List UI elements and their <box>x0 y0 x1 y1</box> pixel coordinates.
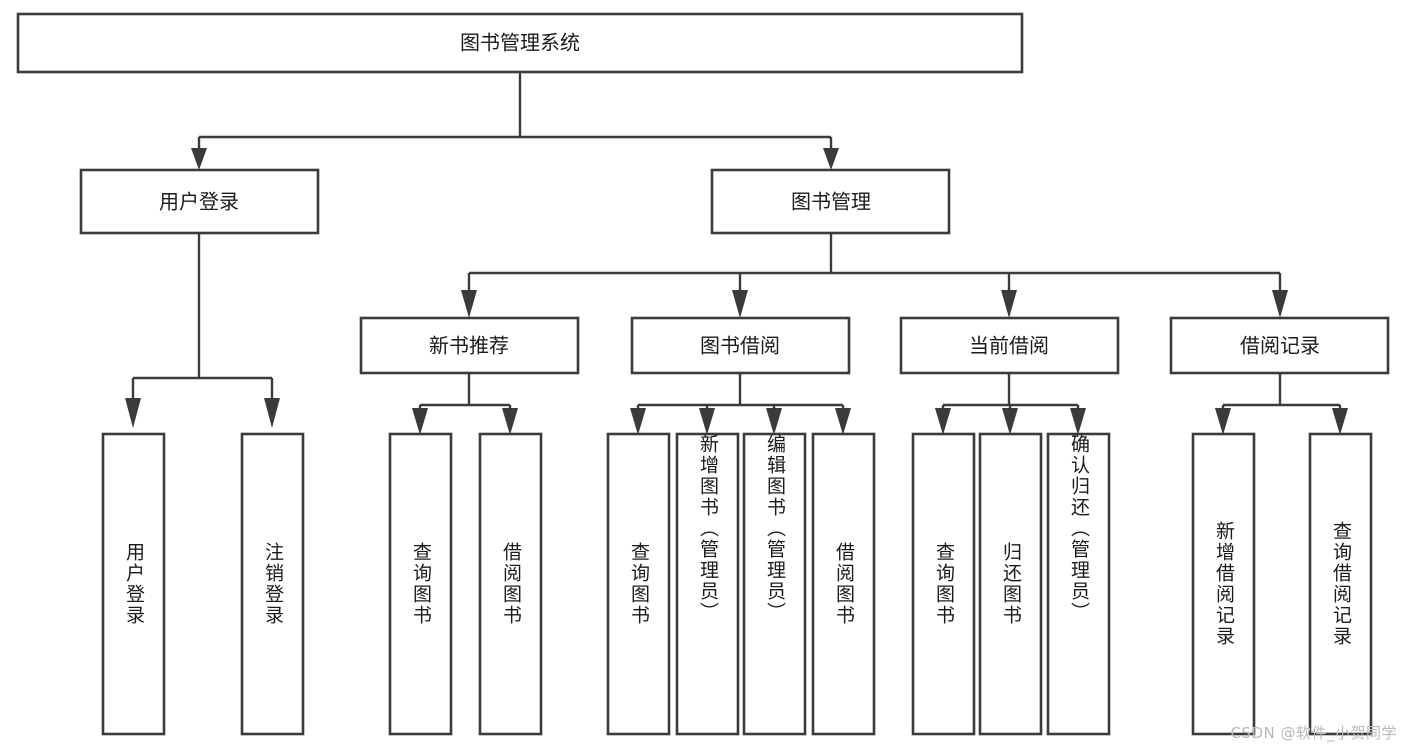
connector-group-user-login <box>125 233 280 428</box>
csdn-watermark: CSDN @软件_小贺同学 <box>1230 724 1397 742</box>
leaf-box-return-book[interactable] <box>978 432 1043 736</box>
arrowhead-leaf-add-book <box>699 408 715 435</box>
arrowhead-leaf-borrow-book-1 <box>502 408 518 435</box>
leaf-box-add-record[interactable] <box>1191 432 1256 736</box>
leaf-box-borrow-book-1[interactable] <box>478 432 543 736</box>
arrowhead-current-borrow <box>1001 290 1017 318</box>
connector-group-book-borrow <box>630 373 851 435</box>
node-user-login-box[interactable] <box>79 168 320 235</box>
arrowhead-leaf-query-book-1 <box>412 408 428 435</box>
leaf-box-borrow-book-2[interactable] <box>811 432 876 736</box>
node-book-manage[interactable]: 图书管理 <box>710 168 951 235</box>
leaf-box-confirm-return[interactable] <box>1046 432 1111 736</box>
node-new-book-rec-label: 新书推荐 <box>429 334 509 358</box>
node-borrow-record-label: 借阅记录 <box>1240 334 1320 358</box>
leaf-box-user-login[interactable] <box>101 432 166 736</box>
node-book-manage-label: 图书管理 <box>791 190 871 214</box>
connector-group-root <box>191 72 839 170</box>
arrowhead-leaf-query-record <box>1332 408 1348 435</box>
node-user-login-label: 用户登录 <box>159 190 239 214</box>
node-new-book-rec[interactable]: 新书推荐 <box>359 316 580 375</box>
arrowhead-user-login <box>191 148 207 170</box>
node-current-borrow-box[interactable] <box>899 316 1120 375</box>
node-user-login[interactable]: 用户登录 <box>79 168 320 235</box>
arrowhead-leaf-query-book-3 <box>935 408 951 435</box>
arrowhead-leaf-add-record <box>1215 408 1231 435</box>
node-borrow-record-box[interactable] <box>1169 316 1390 375</box>
node-borrow-record[interactable]: 借阅记录 <box>1169 316 1390 375</box>
leaf-box-logout[interactable] <box>240 432 305 736</box>
leaf-box-query-book-2[interactable] <box>606 432 671 736</box>
arrowhead-leaf-confirm-return <box>1070 408 1086 435</box>
arrowhead-leaf-user-login <box>125 398 141 428</box>
leaf-box-edit-book[interactable] <box>742 432 807 736</box>
node-book-borrow-label: 图书借阅 <box>700 334 780 358</box>
node-book-borrow[interactable]: 图书借阅 <box>630 316 851 375</box>
node-root[interactable]: 图书管理系统 <box>16 12 1024 74</box>
arrowhead-leaf-borrow-book-2 <box>835 408 851 435</box>
connector-group-book-manage <box>461 233 1288 318</box>
node-current-borrow[interactable]: 当前借阅 <box>899 316 1120 375</box>
node-root-label: 图书管理系统 <box>460 31 580 55</box>
connector-group-current-borrow <box>935 373 1086 435</box>
connector-group-borrow-record <box>1215 373 1348 435</box>
leaf-boxes <box>101 432 1373 736</box>
arrowhead-leaf-query-book-2 <box>630 408 646 435</box>
node-current-borrow-label: 当前借阅 <box>969 334 1049 358</box>
node-root-box[interactable] <box>16 12 1024 74</box>
arrowhead-borrow-record <box>1272 290 1288 318</box>
arrowhead-leaf-return-book <box>1002 408 1018 435</box>
connector-group-new-book-rec <box>412 373 518 435</box>
arrowhead-leaf-edit-book <box>766 408 782 435</box>
node-book-borrow-box[interactable] <box>630 316 851 375</box>
arrowhead-book-manage <box>823 148 839 170</box>
leaf-box-query-record[interactable] <box>1308 432 1373 736</box>
node-new-book-rec-box[interactable] <box>359 316 580 375</box>
leaf-box-query-book-3[interactable] <box>911 432 976 736</box>
leaf-box-query-book-1[interactable] <box>388 432 453 736</box>
arrowhead-leaf-logout <box>264 398 280 428</box>
leaf-box-add-book[interactable] <box>675 432 740 736</box>
arrowhead-new-book-rec <box>461 290 477 318</box>
arrowhead-book-borrow <box>732 290 748 318</box>
node-book-manage-box[interactable] <box>710 168 951 235</box>
